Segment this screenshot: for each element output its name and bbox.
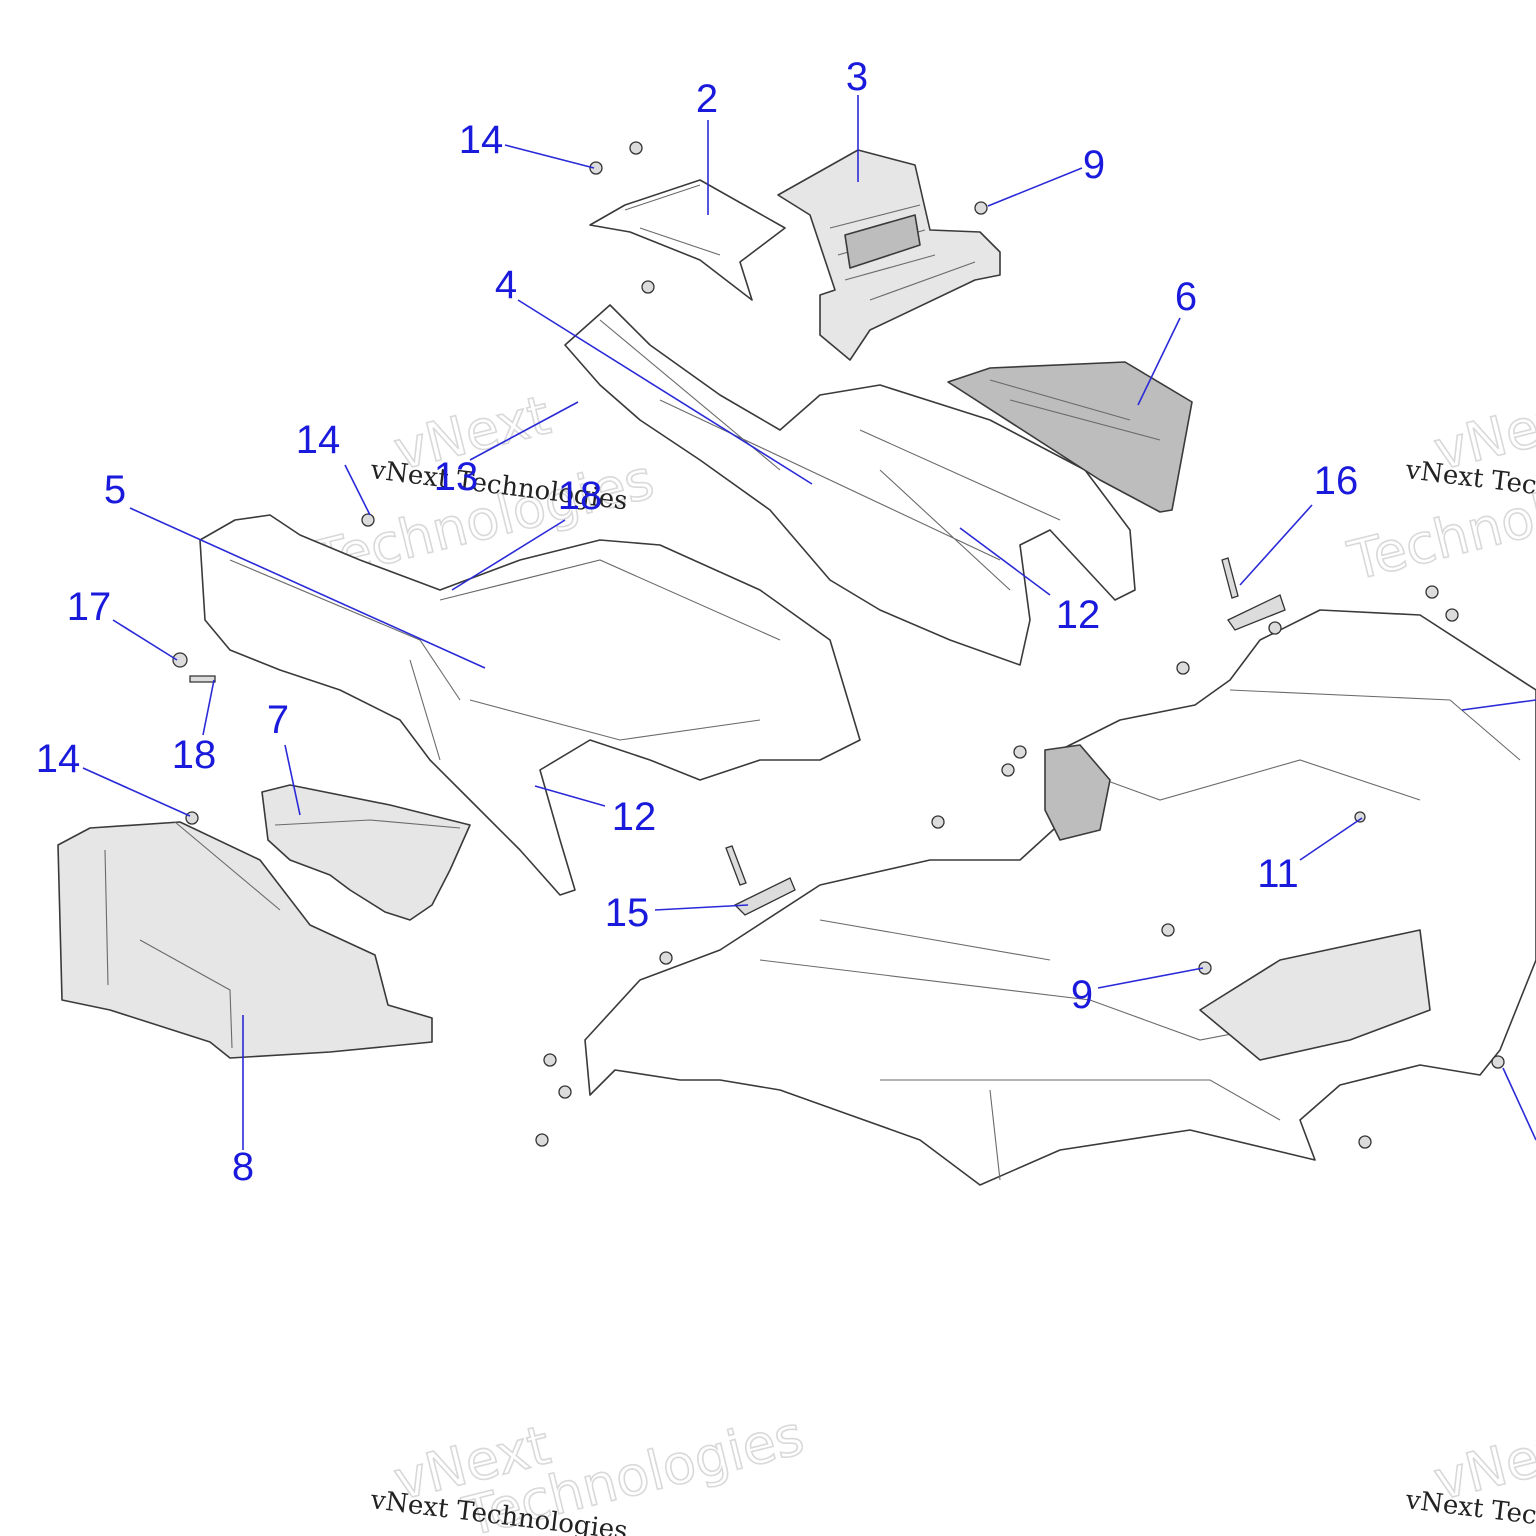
part-5-rear-fender: [199, 514, 861, 896]
screw-icon: [629, 141, 643, 155]
clip-icon: [1227, 594, 1286, 631]
callout-18: 18: [558, 474, 603, 518]
screw-icon: [1013, 745, 1027, 759]
screw-icon: [974, 201, 988, 215]
screw-icon: [1176, 661, 1190, 675]
screw-icon: [659, 951, 673, 965]
callout-17: 17: [67, 585, 112, 629]
callout-9: 9: [1071, 973, 1093, 1017]
callout-14: 14: [296, 418, 341, 462]
callout-14: 14: [459, 118, 504, 162]
main-fender-frame: [584, 609, 1536, 1186]
pin-icon: [725, 845, 747, 886]
watermark-bottom-right: vNext vNext Technologies: [1403, 1413, 1536, 1536]
callout-12: 12: [612, 795, 657, 839]
screw-icon: [1161, 923, 1175, 937]
callout-11: 11: [1257, 852, 1299, 896]
screw-icon: [1425, 585, 1439, 599]
screw-icon: [641, 280, 655, 294]
leader-lines: [82, 95, 1536, 1150]
callout-7: 7: [267, 698, 289, 742]
screw-icon: [1358, 1135, 1372, 1149]
screw-icon: [589, 161, 603, 175]
callout-14: 14: [36, 737, 81, 781]
callout-9: 9: [1083, 143, 1105, 187]
part-8-side-cover: [57, 821, 433, 1059]
part-2-cover-plate: [589, 179, 786, 301]
watermark-bottom-left: vNext Technologies vNext Technologies: [368, 1403, 810, 1536]
clip-icon: [733, 877, 796, 916]
callout-3: 3: [846, 55, 868, 99]
screw-icon: [558, 1085, 572, 1099]
bolt-icon: [189, 675, 216, 683]
callout-4: 4: [495, 263, 517, 307]
screw-icon: [172, 652, 188, 668]
callout-12: 12: [1056, 593, 1101, 637]
fasteners: [172, 141, 1505, 1149]
screw-icon: [535, 1133, 549, 1147]
screw-icon: [361, 513, 375, 527]
part-6-side-panel: [947, 361, 1193, 513]
screw-icon: [1445, 608, 1459, 622]
part-7-shield: [261, 784, 471, 921]
callout-13: 13: [434, 455, 479, 499]
screw-icon: [931, 815, 945, 829]
screw-icon: [185, 811, 199, 825]
screw-icon: [1268, 621, 1282, 635]
pin-icon: [1221, 557, 1239, 599]
callout-2: 2: [696, 77, 718, 121]
screw-icon: [1491, 1055, 1505, 1069]
screw-icon: [1354, 811, 1366, 823]
screw-icon: [543, 1053, 557, 1067]
callout-18: 18: [172, 733, 217, 777]
callout-8: 8: [232, 1145, 254, 1189]
callout-5: 5: [104, 468, 126, 512]
callout-6: 6: [1175, 275, 1197, 319]
part-3-vented-bracket: [777, 149, 1001, 361]
watermark-top-right: vNext Technologies vNext Technologies: [1341, 383, 1536, 594]
callout-15: 15: [605, 891, 650, 935]
part-4-center-panel: [564, 304, 1136, 666]
callouts: 2 3 4 5 6 7 8 9 9 11 12 12 13 14 14 14 1…: [36, 55, 1359, 1189]
callout-16: 16: [1314, 459, 1359, 503]
screw-icon: [1001, 763, 1015, 777]
